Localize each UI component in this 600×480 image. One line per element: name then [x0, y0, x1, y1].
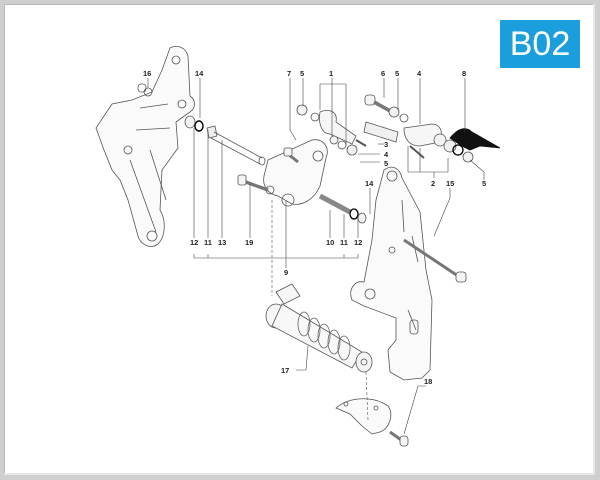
diagram-code-badge: B02 [500, 20, 580, 68]
callout-4: 4 [384, 150, 389, 159]
alignment-lines [271, 200, 369, 421]
callout-2: 2 [431, 179, 435, 188]
callout-11: 11 [340, 238, 348, 247]
callout-1: 1 [329, 69, 333, 78]
callout-17: 17 [281, 366, 289, 375]
lever-arm [449, 128, 501, 151]
linkage-rocker [237, 139, 328, 207]
long-bolt [403, 238, 467, 283]
shock-absorber [265, 283, 373, 373]
callout-5: 5 [384, 159, 388, 168]
pivot-shaft-right [318, 193, 367, 224]
callout-18: 18 [424, 377, 432, 386]
callout-10: 10 [326, 238, 334, 247]
callout-14: 14 [365, 179, 374, 188]
callout-8: 8 [462, 69, 466, 78]
callout-11: 11 [204, 238, 212, 247]
callout-6: 6 [381, 69, 385, 78]
callout-5: 5 [482, 179, 486, 188]
callout-14: 14 [195, 69, 204, 78]
chain-guard-plate [335, 398, 409, 447]
diagram-canvas [4, 4, 595, 475]
callout-12: 12 [190, 238, 198, 247]
callout-16: 16 [143, 69, 151, 78]
bolt-6 [364, 94, 409, 123]
callout-12: 12 [354, 238, 362, 247]
callout-9: 9 [284, 268, 288, 277]
tie-rod [296, 104, 399, 156]
callout-3: 3 [384, 140, 388, 149]
right-frame-bracket [350, 166, 433, 381]
pivot-shaft [184, 115, 266, 166]
callout-5: 5 [395, 69, 399, 78]
adjuster-rod [403, 123, 474, 163]
callout-15: 15 [446, 179, 454, 188]
callout-19: 19 [245, 238, 253, 247]
left-frame-bracket [95, 46, 195, 247]
callout-labels: 16 14 7 5 1 6 5 4 8 3 4 5 2 15 5 14 12 1… [143, 69, 486, 386]
leader-lines [147, 78, 485, 435]
callout-4: 4 [417, 69, 422, 78]
callout-5: 5 [300, 69, 304, 78]
callout-7: 7 [287, 69, 291, 78]
callout-13: 13 [218, 238, 226, 247]
